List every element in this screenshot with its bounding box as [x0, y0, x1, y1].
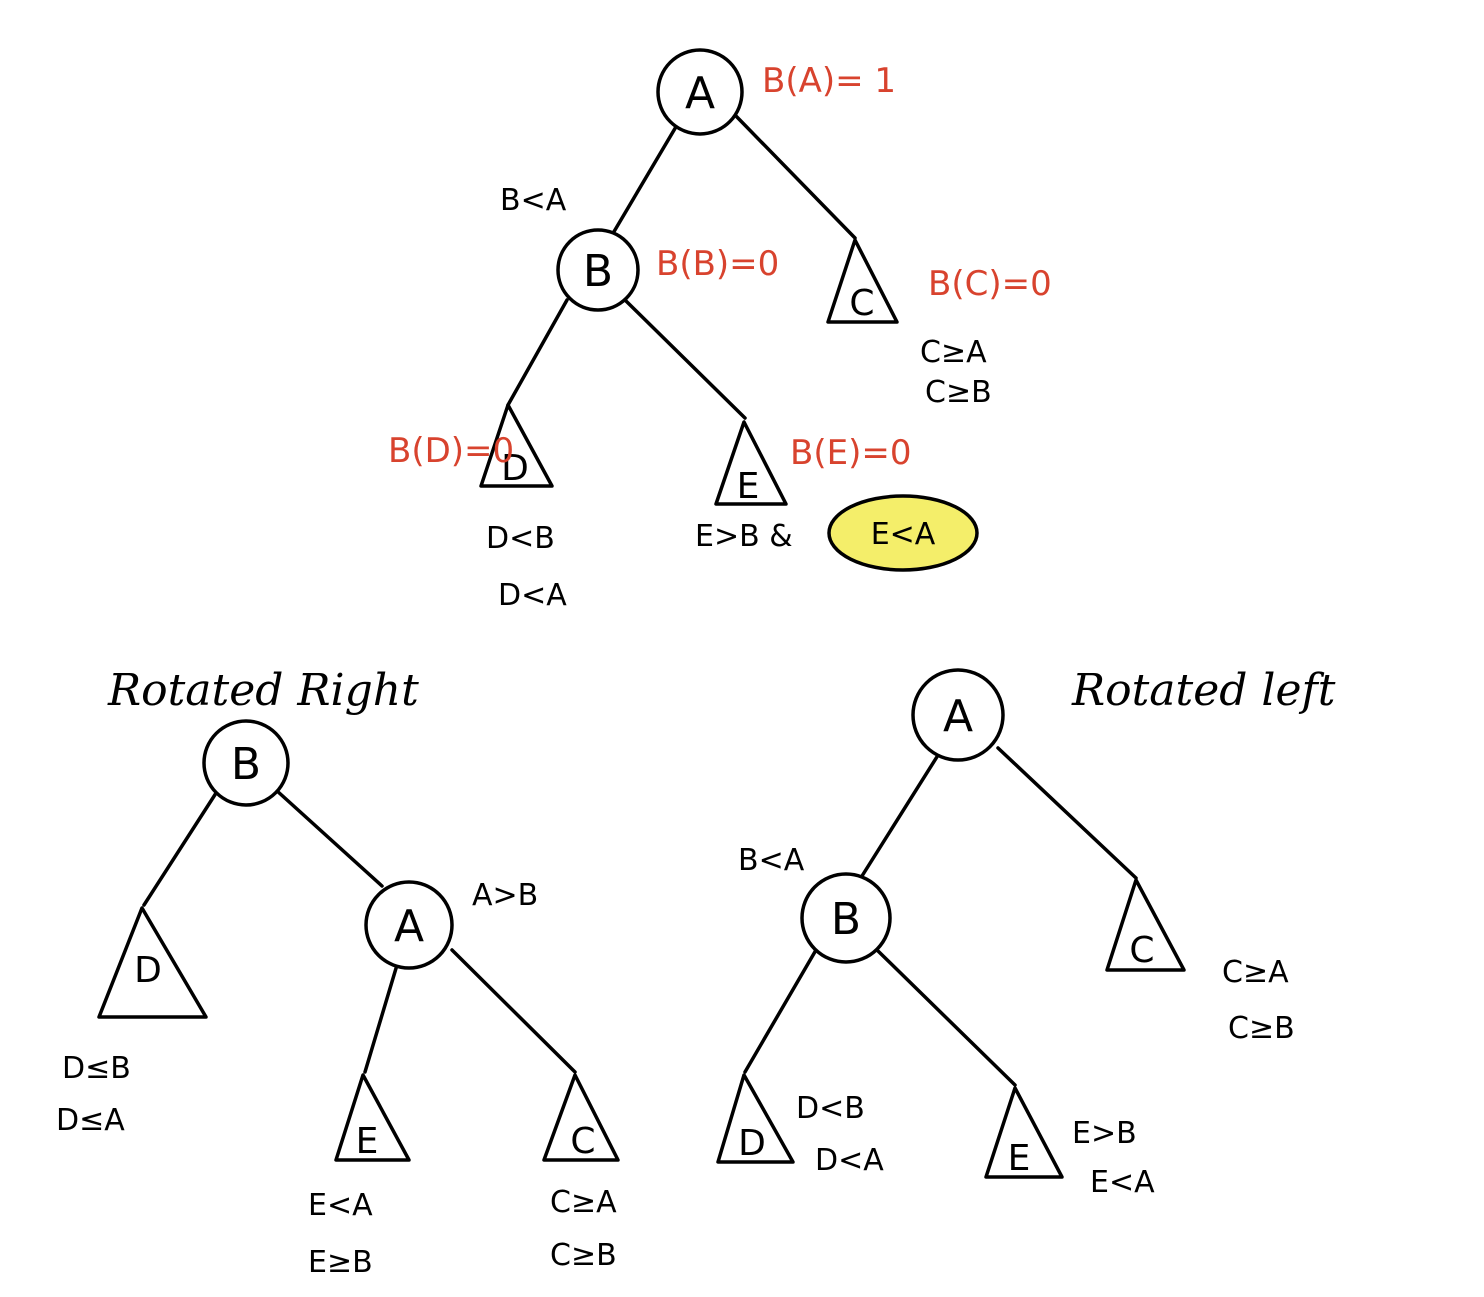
subtree-e — [984, 1086, 1064, 1179]
edge-note-b: B<A — [500, 183, 567, 218]
balance-b: B(B)=0 — [656, 244, 779, 284]
node-b-label: B — [231, 739, 261, 790]
rotated-right-tree: Rotated Right B A D E C A>B D≤B D≤A E<A … — [56, 665, 620, 1280]
e-note-2: E≥B — [308, 1245, 373, 1280]
subtree-c-label: C — [849, 283, 874, 324]
edge-b-d — [743, 948, 818, 1074]
d-note-1: D<B — [486, 521, 555, 556]
highlight-marker — [827, 494, 979, 572]
node-a — [656, 48, 744, 136]
node-b — [556, 228, 640, 312]
edge-note-a: A>B — [472, 878, 538, 913]
edge-b-e — [875, 948, 1017, 1087]
subtree-c — [1105, 878, 1186, 972]
node-a — [911, 668, 1005, 762]
edge-a-b — [610, 118, 682, 237]
subtree-d-label: D — [738, 1123, 766, 1164]
node-b-label: B — [583, 246, 613, 297]
d-note-1: D≤B — [62, 1051, 131, 1086]
e-note-1: E>B — [1072, 1116, 1137, 1151]
balance-a: B(A)= 1 — [762, 61, 896, 101]
edge-b-a — [274, 788, 384, 888]
subtree-d-label: D — [134, 950, 162, 991]
rotated-left-title: Rotated left — [1071, 665, 1336, 716]
subtree-c-label: C — [570, 1121, 595, 1162]
balance-d: B(D)=0 — [388, 431, 514, 471]
subtree-d — [479, 403, 554, 488]
edge-a-c — [996, 746, 1138, 880]
c-note-1: C≥A — [920, 335, 987, 370]
node-a-label: A — [943, 691, 973, 742]
subtree-e — [334, 1073, 411, 1162]
edge-a-e — [363, 963, 399, 1074]
c-note-2: C≥B — [550, 1238, 617, 1273]
subtree-d — [716, 1073, 795, 1164]
e-highlight-note: E<A — [871, 517, 936, 552]
d-note-2: D<A — [815, 1143, 884, 1178]
rotated-left-tree: Rotated left A B C D E B<A C≥A C≥B D<B D… — [716, 665, 1336, 1200]
edge-note-b: B<A — [738, 843, 805, 878]
subtree-c — [542, 1073, 620, 1162]
node-a-label: A — [394, 901, 424, 952]
edge-b-d — [506, 298, 569, 407]
node-b — [800, 872, 892, 964]
c-note-1: C≥A — [550, 1185, 617, 1220]
subtree-e-label: E — [356, 1121, 379, 1162]
d-note-1: D<B — [796, 1091, 865, 1126]
rotated-right-title: Rotated Right — [107, 665, 419, 716]
edge-a-c — [450, 948, 577, 1074]
edge-a-b — [860, 750, 942, 878]
c-note-2: C≥B — [1228, 1011, 1295, 1046]
edge-b-d — [142, 788, 220, 907]
subtree-c-label: C — [1129, 930, 1154, 971]
balance-e: B(E)=0 — [790, 433, 911, 473]
subtree-e — [714, 420, 788, 506]
d-note-2: D≤A — [56, 1103, 125, 1138]
node-a-label: A — [685, 68, 715, 119]
subtree-c — [826, 238, 899, 324]
subtree-e-label: E — [737, 466, 760, 507]
node-a — [364, 880, 454, 970]
balance-c: B(C)=0 — [928, 264, 1052, 304]
top-tree: A B C D E B<A B(A)= 1 B(B)=0 B(C)=0 B(D)… — [388, 48, 1052, 613]
e-note-2: E<A — [1090, 1165, 1155, 1200]
edge-a-c — [733, 113, 857, 240]
subtree-d — [97, 906, 208, 1019]
subtree-e-label: E — [1008, 1138, 1031, 1179]
e-note-1: E<A — [308, 1188, 373, 1223]
e-note: E>B & — [695, 519, 793, 554]
node-b — [202, 719, 290, 807]
edge-b-e — [623, 298, 747, 420]
c-note-2: C≥B — [925, 375, 992, 410]
node-b-label: B — [831, 894, 861, 945]
subtree-d-label: D — [501, 448, 529, 489]
d-note-2: D<A — [498, 578, 567, 613]
c-note-1: C≥A — [1222, 955, 1289, 990]
